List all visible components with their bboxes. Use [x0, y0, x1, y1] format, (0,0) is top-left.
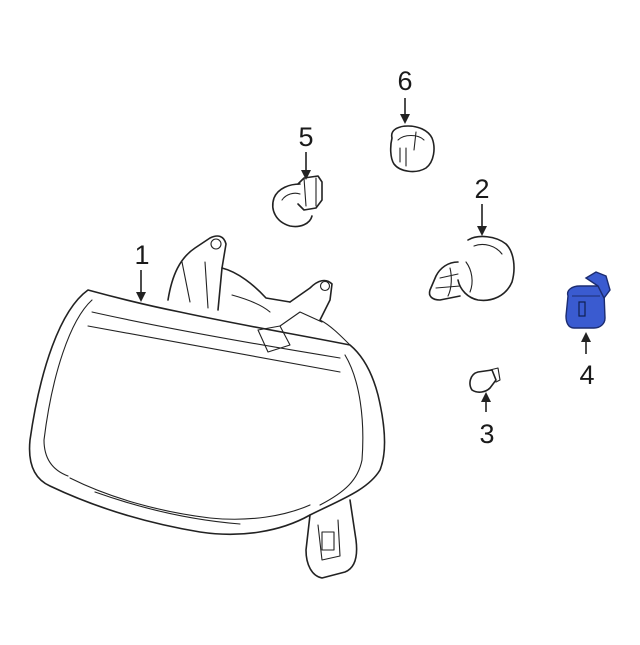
bulb-socket — [565, 271, 611, 329]
callout-2: 2 — [474, 174, 490, 204]
callout-5: 5 — [298, 122, 314, 152]
callout-6: 6 — [397, 66, 413, 96]
callout-4: 4 — [579, 360, 595, 390]
headlamp-bulb — [428, 235, 515, 302]
callout-1: 1 — [134, 240, 150, 270]
bulb-cap — [389, 125, 435, 173]
headlamp-assembly — [28, 235, 386, 579]
callout-arrows — [136, 98, 591, 412]
callout-3: 3 — [479, 419, 495, 449]
side-marker-bulb — [469, 367, 501, 393]
turn-signal-bulb — [272, 175, 323, 228]
